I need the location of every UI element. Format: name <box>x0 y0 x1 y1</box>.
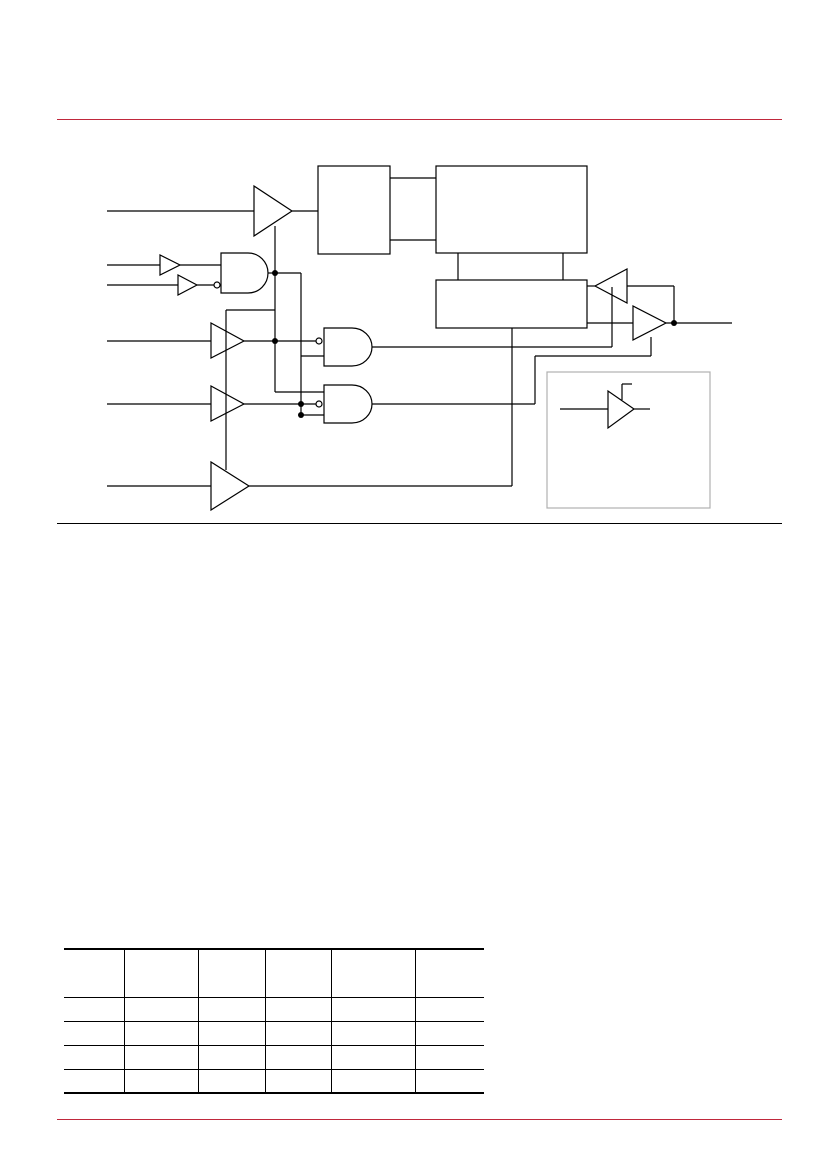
junction-dot-1 <box>272 270 278 276</box>
table-header-cell <box>264 949 331 997</box>
diagram-bottom-rule <box>57 523 782 524</box>
bottom-rule <box>57 1119 782 1120</box>
table-header-cell <box>414 949 484 997</box>
table-cell <box>197 1045 265 1069</box>
input-data-buffer <box>593 268 628 304</box>
table-cell <box>330 997 415 1021</box>
input-buffer-2 <box>177 274 199 296</box>
table-cell <box>123 1045 198 1069</box>
table-row <box>64 997 484 1021</box>
table-cell <box>414 1069 484 1093</box>
table-cell <box>64 1069 124 1093</box>
and-gate-3 <box>323 384 373 424</box>
sense-block <box>435 279 588 329</box>
input-buffer-5 <box>210 460 251 512</box>
table-row <box>64 1069 484 1093</box>
table-cell <box>330 1021 415 1045</box>
junction-dot-3 <box>298 401 304 407</box>
table-cell <box>64 1045 124 1069</box>
top-rule <box>57 119 782 120</box>
table-cell <box>414 997 484 1021</box>
legend-buffer-symbol <box>607 389 636 430</box>
input-buffer-1 <box>159 254 182 276</box>
table-row <box>64 1021 484 1045</box>
junction-dot-2 <box>272 338 278 344</box>
table-cell <box>123 1021 198 1045</box>
table-cell <box>197 1069 265 1093</box>
table-cell <box>414 1045 484 1069</box>
table-header-cell <box>330 949 415 997</box>
memory-block-large <box>435 165 588 254</box>
and-gate-1 <box>220 252 269 294</box>
inverter-bubble-3 <box>315 400 323 408</box>
table-header-cell <box>197 949 265 997</box>
logic-block-diagram <box>107 165 732 512</box>
input-buffer-3 <box>210 321 246 359</box>
table-cell <box>414 1021 484 1045</box>
junction-dot-4 <box>298 412 304 418</box>
truth-table <box>64 948 484 1094</box>
table-cell <box>330 1045 415 1069</box>
table-cell <box>64 1021 124 1045</box>
table-cell <box>197 997 265 1021</box>
table-cell <box>330 1069 415 1093</box>
inverter-bubble-2 <box>315 337 323 345</box>
junction-dot-5 <box>671 320 677 326</box>
table-cell <box>123 997 198 1021</box>
table-header-cell <box>123 949 198 997</box>
legend-box <box>546 371 711 509</box>
table-cell <box>264 1021 331 1045</box>
table-row <box>64 1045 484 1069</box>
and-gate-2 <box>323 327 373 367</box>
memory-block-small <box>317 165 391 255</box>
address-buffer <box>253 184 294 238</box>
table-cell <box>123 1069 198 1093</box>
table-cell <box>197 1021 265 1045</box>
table-cell <box>64 997 124 1021</box>
table-header-cell <box>64 949 124 997</box>
table-cell <box>264 1045 331 1069</box>
table-header-row <box>64 949 484 997</box>
output-data-buffer <box>632 305 668 341</box>
table-cell <box>264 997 331 1021</box>
input-buffer-4 <box>210 384 246 422</box>
table-cell <box>264 1069 331 1093</box>
inverter-bubble-1 <box>213 281 221 289</box>
